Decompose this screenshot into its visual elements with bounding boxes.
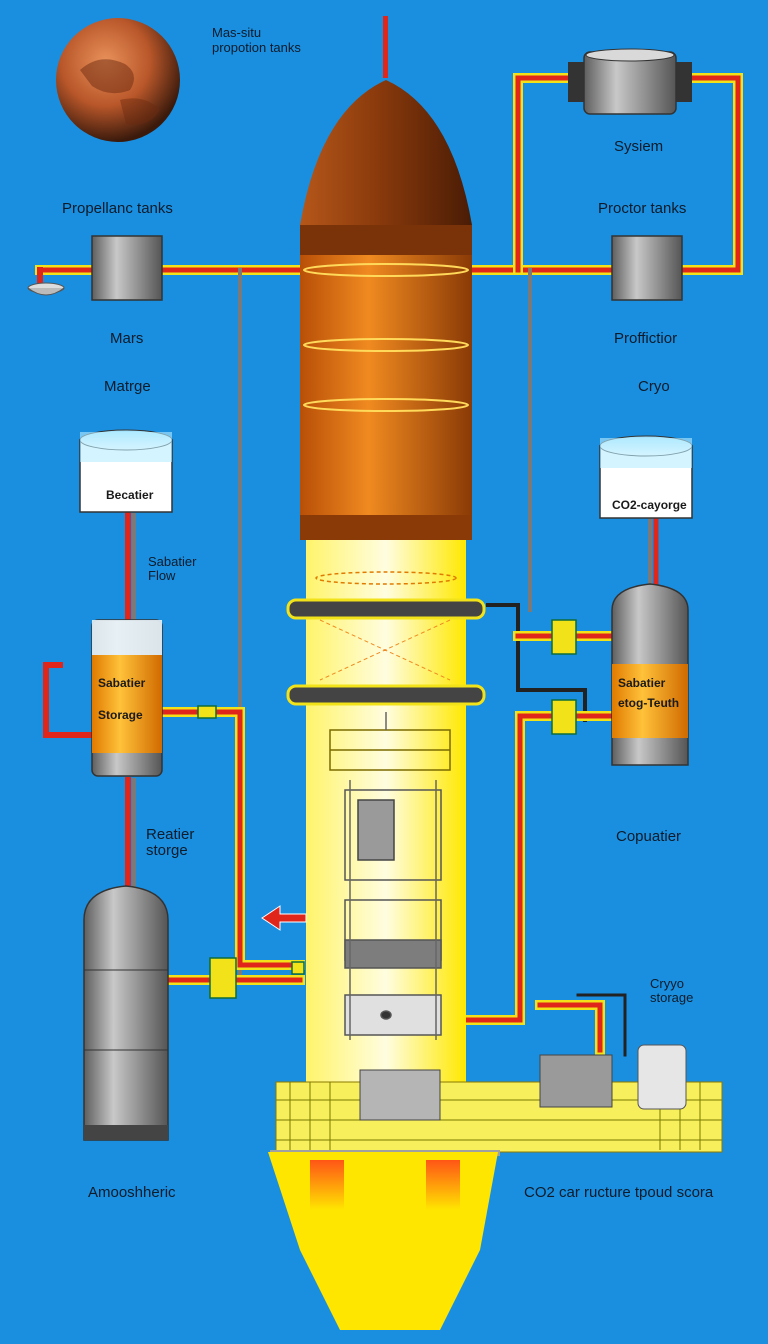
becatier-tank-label: Becatier [106, 488, 154, 502]
system-unit [568, 48, 692, 115]
antenna [383, 16, 388, 78]
mars-label: Mars [110, 330, 144, 347]
cryo-label: Cryo [638, 378, 670, 395]
sabatier-storage-line1: Sabatier [98, 676, 146, 690]
sabatier-right-tank [611, 583, 689, 766]
sabatier-right-line2: etog-Teuth [618, 696, 680, 710]
left-arrow-icon [261, 905, 307, 931]
sabatier-flow-line1: Sabatier [148, 554, 197, 569]
processing-plant [329, 712, 451, 1040]
sabatier-storage-line2: Storage [98, 708, 143, 722]
pipe-network [35, 73, 743, 1057]
reatier-line2: storge [146, 842, 188, 859]
marge-label: Matrge [104, 378, 151, 395]
atmospheric-label: Amooshheric [88, 1184, 176, 1201]
sabatier-right-line1: Sabatier [618, 676, 666, 690]
left-propellant-tank [91, 235, 163, 301]
system-label: Sysiem [614, 138, 664, 155]
base-deck [270, 1044, 723, 1156]
proctor-tanks-label: Proctor tanks [598, 200, 687, 217]
proffictior-label: Proffictior [614, 330, 678, 347]
reatier-line1: Reatier [146, 826, 195, 843]
reatier-storage-tank [83, 885, 169, 1141]
co2-capture-label: CO2 car ructure tpoud scora [524, 1184, 714, 1201]
cryo-storage-line2: storage [650, 990, 694, 1005]
top-title-line1: Mas-situ [212, 25, 262, 40]
becatier-tank [79, 429, 173, 513]
small-tray-icon [27, 282, 65, 296]
right-proctor-tank [611, 235, 683, 301]
propellant-tanks-label: Propellanc tanks [62, 200, 173, 217]
mars-planet-icon [56, 18, 180, 142]
sabatier-flow-line2: Flow [148, 568, 176, 583]
engine-flame [268, 1152, 498, 1330]
rocket [286, 80, 486, 1150]
copuatier-label: Copuatier [616, 828, 682, 845]
sabatier-storage-tank [91, 619, 163, 777]
grid-valves [197, 619, 577, 999]
co2-storage-tank-label: CO2-cayorge [612, 498, 687, 512]
top-title-line2: propotion tanks [212, 40, 301, 55]
co2-storage-tank [599, 435, 693, 519]
cryo-storage-line1: Cryyo [650, 976, 684, 991]
